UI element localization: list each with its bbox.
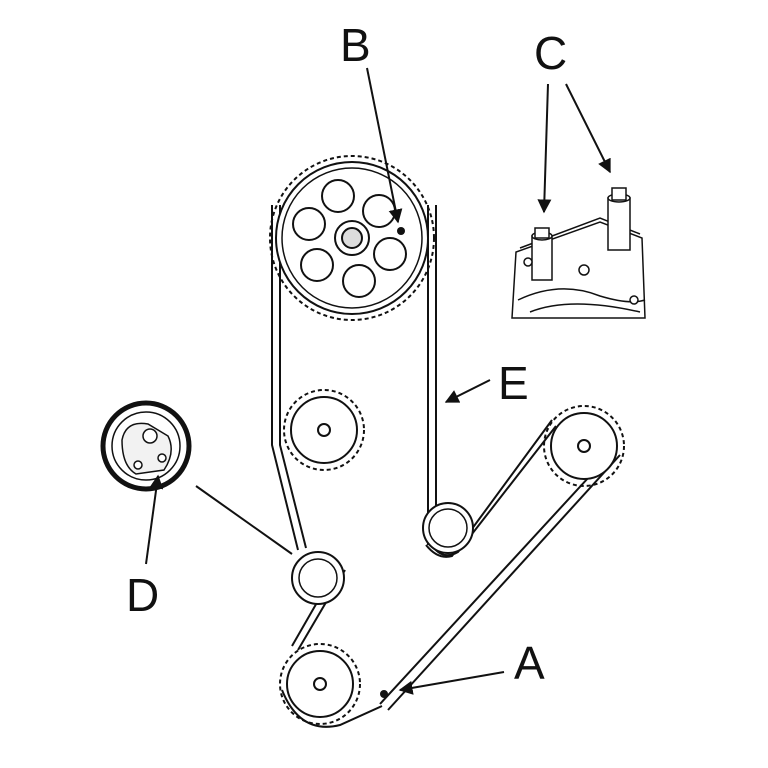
pointer-arrow-e [444, 379, 491, 403]
pointer-arrow-d [145, 474, 164, 565]
crankshaft-sprocket [279, 643, 388, 725]
timing-mark-dot-b [397, 227, 405, 235]
tensioner-leader-line [195, 485, 293, 555]
label-d: D [126, 569, 160, 621]
label-e: E [498, 357, 529, 409]
camshaft-sprocket [269, 155, 435, 321]
right-sprocket [543, 405, 625, 487]
idler-sprocket-upper [283, 389, 365, 471]
tensioner-pulley [291, 551, 345, 605]
tensioner-detail [100, 400, 192, 492]
timing-mark-dot-a [380, 690, 388, 698]
label-c: C [534, 27, 568, 79]
pointer-lines [145, 67, 611, 695]
label-a: A [514, 637, 545, 689]
idler-pulley-center [422, 502, 474, 554]
pointer-arrow-c-left [537, 83, 552, 214]
label-b: B [340, 19, 371, 71]
pointer-arrow-c-right [565, 83, 611, 174]
pointer-arrow-a [398, 671, 505, 695]
pointer-arrow-b [366, 67, 403, 224]
cam-housing-inset [511, 187, 646, 319]
